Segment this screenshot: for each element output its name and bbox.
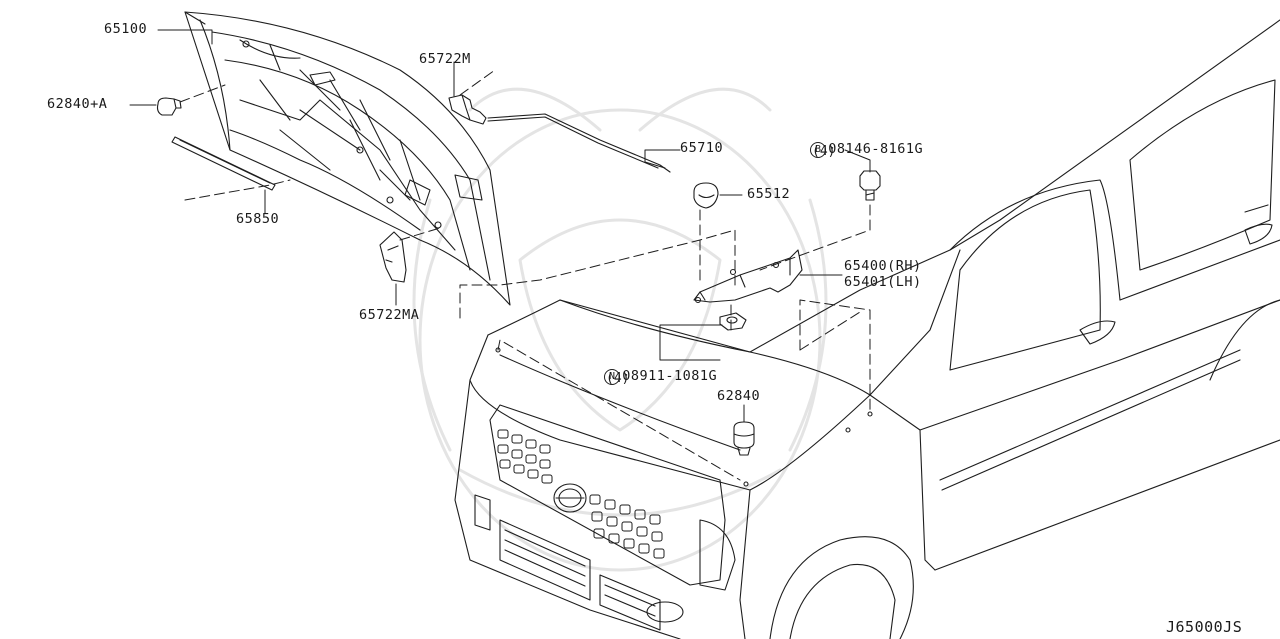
label-seal: 65850 — [236, 211, 280, 227]
label-hinge-rh: 65400(RH) — [844, 258, 922, 274]
bolt-part — [860, 171, 880, 200]
label-bumper-rubber-a: 62840+A — [47, 96, 108, 112]
nut-type-badge: N — [604, 368, 621, 385]
bumper-rubber-a-part — [158, 98, 182, 115]
label-hood-stay-clip: 65722M — [419, 51, 471, 67]
watermark-emblem — [414, 89, 826, 570]
bumper-rubber-part — [734, 422, 754, 455]
grille — [490, 405, 725, 585]
leader-lines — [130, 30, 870, 422]
label-hood-stay: 65710 — [680, 140, 724, 156]
diagram-code: J65000JS — [1166, 618, 1243, 636]
vehicle-body — [455, 20, 1280, 639]
grommet-part — [694, 183, 718, 208]
label-bolt-qty: (4) — [812, 144, 836, 159]
dashed-alignment-lines — [180, 70, 870, 480]
hood-hinge-part — [694, 250, 802, 303]
hood-stay-holder-part — [380, 232, 406, 282]
label-nut-number: 08911-1081G — [622, 367, 718, 384]
nut-part — [720, 313, 746, 330]
hood-stay-clip-part — [449, 95, 486, 124]
hood-panel — [185, 12, 510, 305]
bolt-type-badge: B — [810, 141, 827, 158]
label-grommet: 65512 — [747, 186, 791, 202]
label-hinge-lh: 65401(LH) — [844, 274, 922, 290]
label-bolt-number: 08146-8161G — [828, 140, 924, 157]
label-hood-stay-holder: 65722MA — [359, 307, 420, 323]
label-nut-qty: (4) — [606, 371, 630, 386]
nissan-emblem — [554, 484, 586, 512]
label-hood: 65100 — [104, 21, 148, 37]
label-bumper-rubber: 62840 — [717, 388, 761, 404]
grille-cells — [498, 430, 664, 558]
